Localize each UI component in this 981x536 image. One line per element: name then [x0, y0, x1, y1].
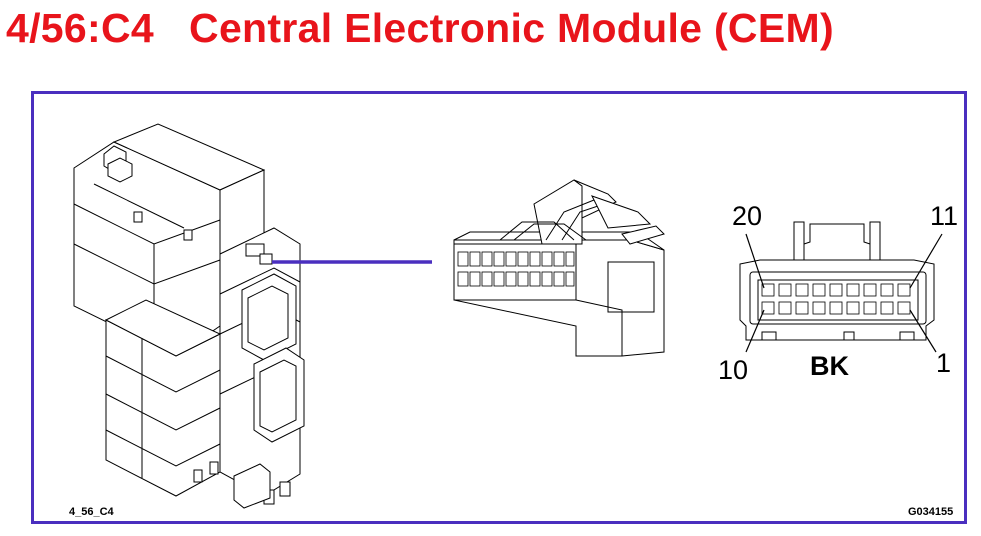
cem-module-drawing — [73, 123, 305, 509]
harness-connector-cavities — [457, 251, 575, 287]
pin-label-10: 10 — [718, 355, 749, 385]
color-code-label: BK — [810, 351, 849, 381]
pin-label-11: 11 — [930, 201, 959, 231]
pin-label-1: 1 — [936, 348, 952, 378]
diagram-canvas — [73, 123, 943, 509]
diagram-code-left: 4_56_C4 — [69, 506, 114, 518]
diagram-code-right: G034155 — [908, 506, 954, 518]
connector-face-drawing — [739, 221, 935, 341]
page-title: 4/56:C4 Central Electronic Module (CEM) — [6, 5, 834, 51]
pin-label-20: 20 — [732, 201, 763, 231]
diagram-frame: 20 11 10 1 BK 4_56_C4 G034155 — [31, 91, 967, 524]
connector-face-cavities — [761, 283, 911, 315]
pin-leaders — [745, 233, 943, 353]
harness-connector-drawing — [453, 179, 665, 357]
